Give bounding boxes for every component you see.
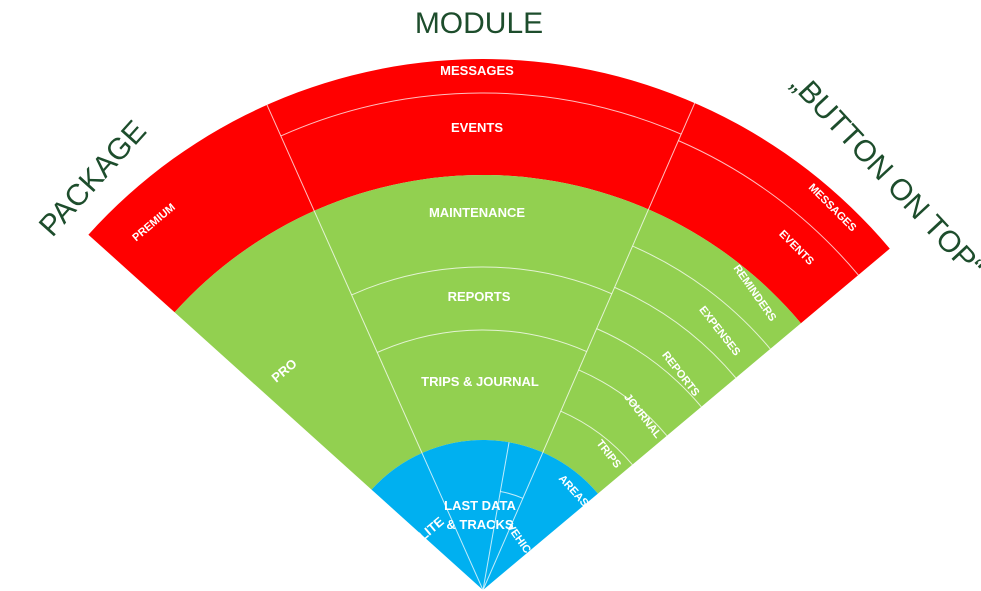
lite-band (371, 439, 598, 590)
divider-messages-events (280, 92, 682, 137)
module-last-data-label-line1: LAST DATA (444, 498, 516, 513)
segment-dividers (266, 92, 859, 591)
module-trips-journal-label: TRIPS & JOURNAL (421, 374, 539, 389)
premium-band (88, 58, 890, 324)
module-events-label: EVENTS (451, 120, 503, 135)
divider-package-module (266, 104, 484, 591)
divider-btn-messages-events (678, 140, 859, 276)
divider-maintenance-reports (351, 266, 612, 296)
divider-btn-expenses-reports (614, 286, 737, 379)
pro-band (174, 174, 801, 494)
divider-reports-trips (377, 329, 587, 353)
module-messages-label: MESSAGES (440, 63, 514, 78)
divider-lite-vehicles (482, 442, 510, 591)
divider-btn-trips-lite (560, 410, 633, 465)
module-title: MODULE (415, 7, 543, 40)
module-last-data-label-line2: & TRACKS (446, 517, 513, 532)
divider-module-buttons (482, 102, 696, 591)
module-maintenance-label: MAINTENANCE (429, 205, 525, 220)
divider-btn-reminders-expenses (632, 245, 771, 350)
module-reports-label: REPORTS (448, 289, 511, 304)
divider-btn-reports-journal (596, 328, 702, 408)
fan-bands (88, 58, 890, 590)
divider-btn-journal-trips (578, 369, 668, 437)
divider-areas-vehicles (500, 491, 524, 499)
